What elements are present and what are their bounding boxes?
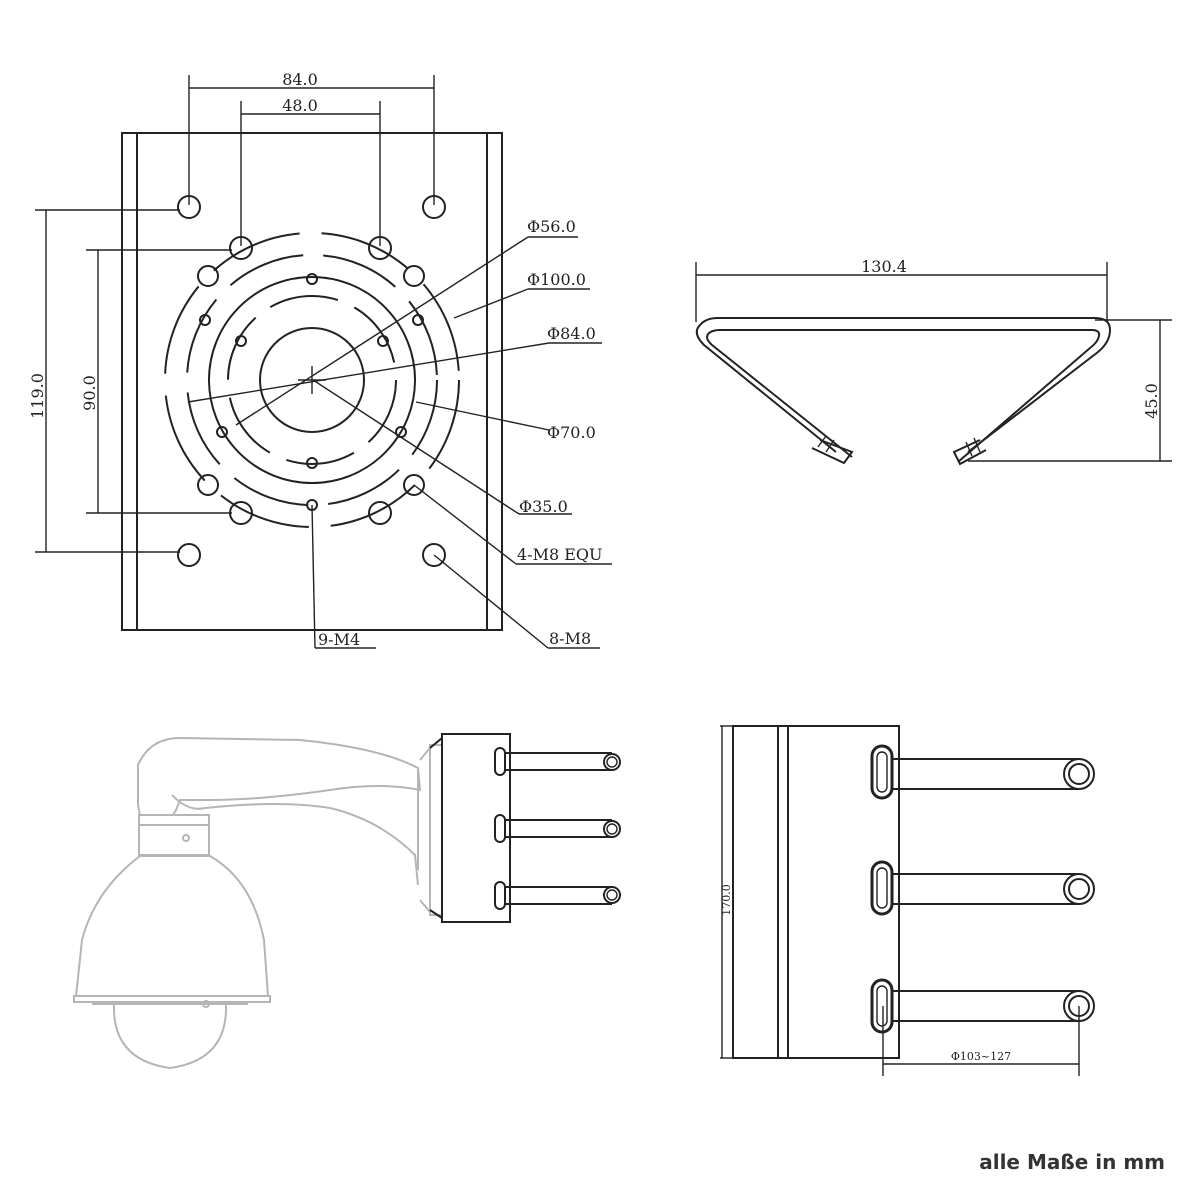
label-m8: 8-M8 (549, 629, 591, 648)
front-view: 84.0 48.0 119.0 90.0 (28, 70, 612, 649)
camera-assembly (73, 733, 621, 1070)
mounting-plate-outline (121, 132, 503, 631)
label-m8-equ: 4-M8 EQU (517, 545, 603, 564)
label-d70: Φ70.0 (547, 423, 596, 442)
dim-90: 90.0 (80, 375, 99, 411)
left-dimensions: 119.0 90.0 (28, 209, 232, 553)
dim-84: 84.0 (282, 70, 318, 89)
callout-leaders (187, 236, 612, 649)
dim-170: 170.0 (720, 884, 733, 916)
clamp-plate-side (441, 733, 511, 923)
clamp-rods-small (494, 747, 621, 910)
label-d100: Φ100.0 (527, 270, 586, 289)
label-m4: 9-M4 (318, 630, 360, 649)
dim-48: 48.0 (282, 96, 318, 115)
side-plate-outline (732, 725, 900, 1059)
label-d56: Φ56.0 (527, 217, 576, 236)
side-view: 170.0 Φ103~127 (720, 725, 1095, 1076)
dim-45: 45.0 (1142, 383, 1161, 419)
v-clamp-outline (695, 317, 1112, 453)
dim-130: 130.4 (861, 257, 907, 276)
clamp-rods-large (870, 744, 1095, 1034)
camera-dome (74, 855, 270, 997)
label-d35: Φ35.0 (519, 497, 568, 516)
m8-equ-holes (197, 265, 425, 496)
units-note: alle Maße in mm (979, 1150, 1165, 1174)
top-dimensions: 84.0 48.0 (188, 70, 435, 246)
m4-holes (199, 273, 424, 511)
top-view: 130.4 45.0 (695, 257, 1172, 466)
camera-arm (137, 736, 422, 821)
bolt-circle-rings (164, 232, 460, 528)
label-d84: Φ84.0 (547, 324, 596, 343)
dim-119: 119.0 (28, 373, 47, 419)
dim-pole: Φ103~127 (951, 1050, 1011, 1063)
